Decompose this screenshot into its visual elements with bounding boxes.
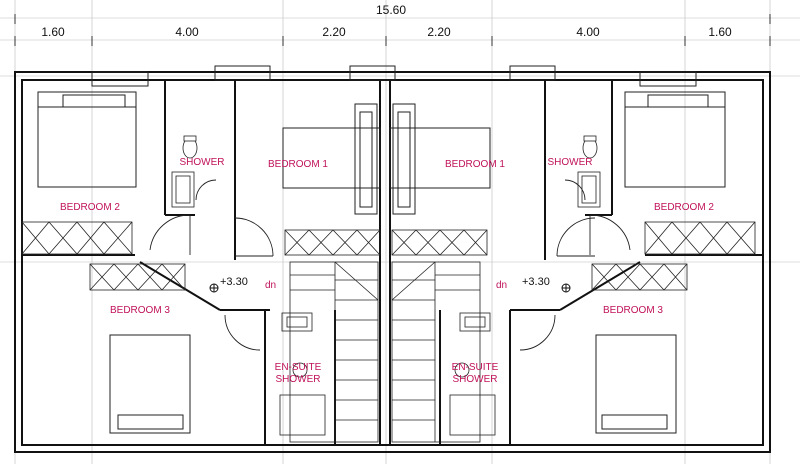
bed-bedroom3-left	[109, 334, 191, 434]
bed-bedroom3-right	[595, 334, 677, 434]
stair-direction-right: dn	[496, 280, 507, 291]
dimension-segment: 4.00	[175, 25, 199, 39]
dimension-segment: 4.00	[576, 25, 600, 39]
dimension-segment: 1.60	[41, 25, 65, 39]
room-label-ensuite-shower-right: SHOWER	[453, 374, 498, 385]
shower-tray-right	[577, 171, 601, 208]
dimension-segment: 1.60	[708, 25, 732, 39]
room-label-shower-right: SHOWER	[548, 157, 593, 168]
ensuite-fixtures-left	[279, 312, 326, 436]
staircase-right	[391, 261, 481, 443]
toilet-right-bath	[582, 135, 598, 159]
level-label-right: +3.30	[522, 276, 550, 288]
wardrobe-left-bedroom1	[284, 229, 381, 256]
wardrobe-right-bedroom3	[591, 263, 688, 291]
stair-direction-left: dn	[265, 280, 276, 291]
dimension-segment: 2.20	[427, 25, 451, 39]
bed-bedroom2-right	[624, 91, 726, 188]
room-label-bedroom2-left: BEDROOM 2	[60, 202, 120, 213]
bed-bedroom1-right	[389, 103, 491, 215]
door-swings	[149, 179, 631, 351]
bed-bedroom2-left	[37, 91, 137, 188]
room-label-bedroom1-left: BEDROOM 1	[268, 159, 328, 170]
room-label-bedroom1-right: BEDROOM 1	[445, 159, 505, 170]
room-label-ensuite-left: EN-SUITE	[275, 362, 322, 373]
wardrobe-right-bedroom1	[391, 229, 488, 256]
room-label-bedroom2-right: BEDROOM 2	[654, 202, 714, 213]
room-label-bedroom3-left: BEDROOM 3	[110, 305, 170, 316]
staircase-left	[289, 261, 379, 443]
wardrobe-left-bedroom2	[21, 221, 133, 255]
toilet-left-bath	[182, 135, 198, 159]
room-label-bedroom3-right: BEDROOM 3	[603, 305, 663, 316]
room-label-shower-left: SHOWER	[180, 157, 225, 168]
wardrobe-left-bedroom3	[89, 263, 186, 291]
bed-bedroom1-left	[282, 103, 381, 215]
room-label-ensuite-shower-left: SHOWER	[276, 374, 321, 385]
dimension-ticks	[14, 14, 771, 46]
dimension-segment: 2.20	[322, 25, 346, 39]
overall-dimension: 15.60	[376, 3, 406, 17]
room-label-ensuite-right: EN-SUITE	[452, 362, 499, 373]
wardrobe-right-bedroom2	[644, 221, 756, 255]
shower-tray-left	[171, 171, 195, 208]
level-marker-right	[561, 283, 571, 293]
level-marker-left	[209, 283, 219, 293]
ensuite-fixtures-right	[449, 312, 496, 436]
level-label-left: +3.30	[220, 276, 248, 288]
